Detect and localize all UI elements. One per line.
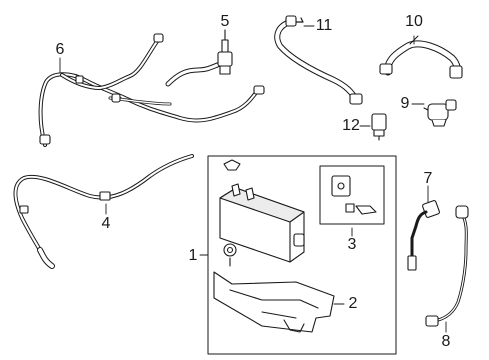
callout-5: 5 [220, 13, 230, 30]
leader-lines [59, 25, 447, 333]
callout-7: 7 [423, 170, 433, 187]
callout-12: 12 [342, 117, 360, 134]
part-2-shield [213, 271, 335, 333]
part-7-tube [407, 200, 440, 271]
part-11-hose [274, 15, 363, 105]
callout-4: 4 [101, 215, 111, 232]
callout-8: 8 [441, 333, 451, 350]
part-4-vapor-tube [13, 154, 194, 269]
part-5-valve [165, 29, 233, 87]
part-6-vapor-hose-harness [38, 33, 265, 147]
callout-3: 3 [347, 236, 357, 253]
canister-body [219, 159, 305, 267]
part-3-inset-box [319, 165, 385, 225]
callout-2: 2 [348, 295, 358, 312]
part-8-line [425, 205, 469, 327]
part-9-purge-valve [423, 99, 457, 127]
callout-6: 6 [55, 41, 65, 58]
part-10-hose [379, 35, 463, 79]
part-12-clip [371, 113, 387, 141]
callout-11: 11 [315, 17, 333, 34]
callout-1: 1 [188, 247, 198, 264]
callout-9: 9 [400, 95, 410, 112]
callout-10: 10 [405, 13, 423, 30]
